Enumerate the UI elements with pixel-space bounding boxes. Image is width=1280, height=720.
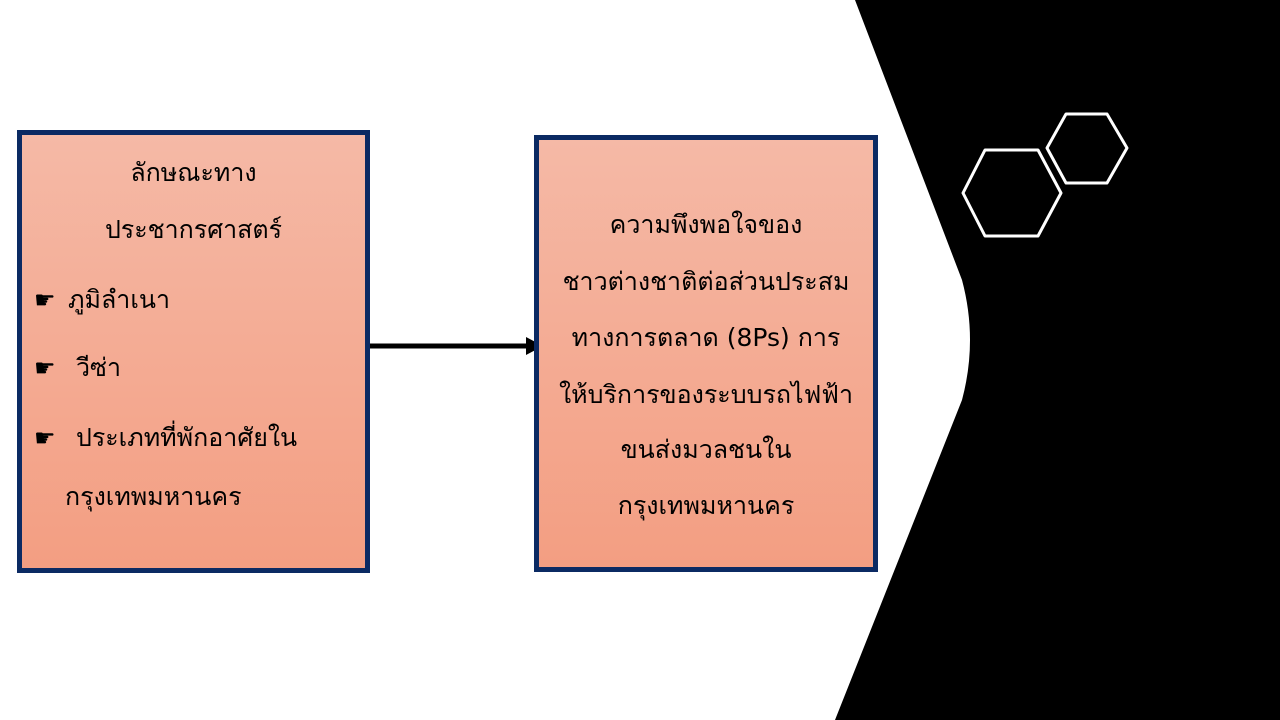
satisfaction-box: ความพึงพอใจของ ชาวต่างชาติต่อส่วนประสม ท… [534,135,878,572]
bullet-item: ☛ภูมิลำเนา [34,285,170,314]
black-side-panel [835,0,1280,720]
box-title-line: ประชากรศาสตร์ [104,215,283,244]
box-title-line: ลักษณะทาง [130,158,257,187]
box-text-line: ความพึงพอใจของ [609,210,803,239]
box-text-line: ทางการตลาด (8Ps) การ [571,323,841,352]
box-text-line: ให้บริการของระบบรถไฟฟ้า [558,380,854,409]
bullet-item-continuation: กรุงเทพมหานคร [65,482,242,511]
pointing-hand-icon: ☛ [34,354,56,382]
box-text-line: ขนส่งมวลชนใน [620,435,792,464]
hexagon-outline-large [961,148,1063,238]
demographics-box: ลักษณะทาง ประชากรศาสตร์ ☛ภูมิลำเนา ☛ วีซ… [17,130,370,573]
box-text-line: กรุงเทพมหานคร [617,491,795,520]
pointing-hand-icon: ☛ [34,424,56,452]
pointing-hand-icon: ☛ [34,286,56,314]
bullet-item: ☛ วีซ่า [34,353,121,382]
bullet-item: ☛ ประเภทที่พักอาศัยใน [34,423,298,452]
hexagon-outline-small [1045,112,1129,185]
box-text-line: ชาวต่างชาติต่อส่วนประสม [562,267,850,296]
